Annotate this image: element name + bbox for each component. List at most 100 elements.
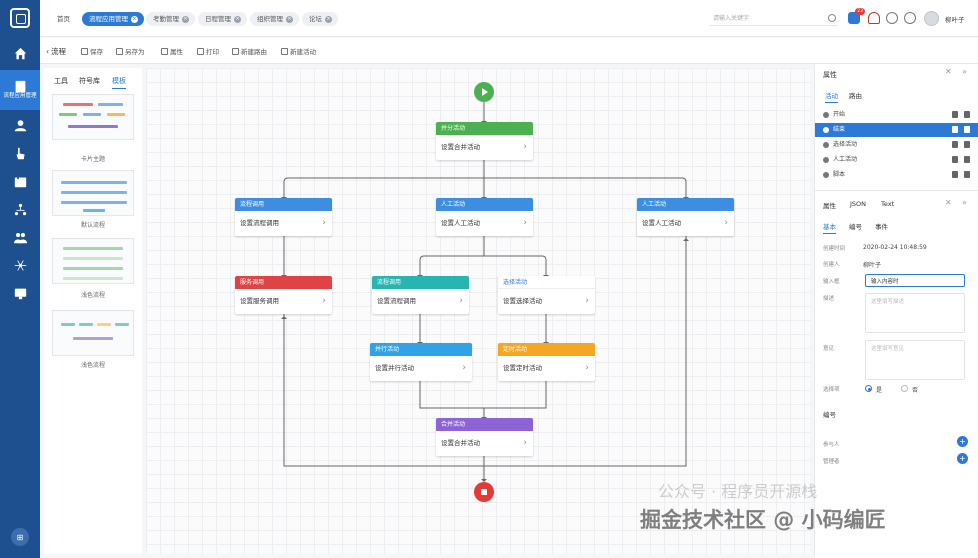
gift-icon[interactable] (868, 12, 880, 24)
list-item[interactable]: 开始 (815, 108, 978, 122)
calendar-icon[interactable] (0, 168, 40, 194)
monitor-icon[interactable] (0, 280, 40, 306)
close-icon[interactable]: ✕ (945, 198, 952, 207)
back-button[interactable]: ‹流程 (46, 46, 66, 57)
flow-node[interactable]: 人工活动 设置人工活动 (436, 198, 533, 236)
start-icon (823, 112, 829, 118)
collapse-icon[interactable]: » (962, 198, 967, 207)
tab-tools[interactable]: 工具 (54, 77, 68, 85)
toolbar: ‹流程 保存 另存为 属性 打印 新建路由 新建活动 (40, 38, 978, 64)
rail-item-label: 流程应用管理 (3, 93, 37, 99)
tab-organization[interactable]: 组织管理× (250, 12, 299, 26)
flow-node[interactable]: 流程调用 设置流程调用 (235, 198, 332, 236)
search-icon[interactable] (828, 14, 836, 22)
list-item[interactable]: 选择活动 (815, 138, 978, 152)
new-route-button[interactable]: 新建路由 (232, 46, 267, 56)
flow-node[interactable]: 并行活动 设置并行活动 (370, 343, 472, 381)
add-participant-button[interactable]: + (957, 436, 968, 447)
template-thumbnail[interactable] (52, 238, 134, 284)
close-icon[interactable]: × (234, 15, 241, 23)
field-label: 创建人 (823, 262, 840, 268)
list-item[interactable]: 人工活动 (815, 153, 978, 167)
template-thumbnail[interactable] (52, 310, 134, 356)
new-activity-button[interactable]: 新建活动 (281, 46, 316, 56)
save-as-icon (116, 47, 123, 55)
list-item[interactable]: 脚本 (815, 168, 978, 182)
tab-symbols[interactable]: 符号库 (79, 77, 100, 85)
save-as-button[interactable]: 另存为 (116, 46, 145, 56)
template-thumbnail[interactable] (52, 170, 134, 216)
end-node[interactable] (474, 482, 494, 502)
org-tree-icon[interactable] (0, 196, 40, 222)
flow-node[interactable]: 并分活动 设置合并活动 (436, 122, 533, 160)
tab-routes[interactable]: 路由 (849, 92, 862, 100)
description-textarea[interactable]: 这里填写描述 (865, 293, 965, 333)
search-input[interactable]: 请输入关键字 (710, 11, 838, 26)
tab-json[interactable]: JSON (850, 200, 867, 208)
settings-icon[interactable] (886, 12, 898, 24)
user-icon[interactable] (0, 112, 40, 138)
copy-delete-icon[interactable] (952, 171, 970, 179)
node-header: 并行活动 (370, 343, 472, 356)
tab-activities[interactable]: 活动 (825, 90, 838, 103)
list-item[interactable]: 结束 (815, 123, 978, 137)
flow-node[interactable]: 流程调用 设置流程调用 (372, 276, 469, 314)
flow-canvas[interactable]: 并分活动 设置合并活动 流程调用 设置流程调用 人工活动 设置人工活动 人工活动… (146, 68, 810, 554)
group-icon[interactable] (0, 224, 40, 250)
app-logo-icon[interactable] (10, 8, 30, 28)
template-thumbnail[interactable] (52, 94, 134, 140)
home-icon[interactable] (0, 40, 40, 66)
flow-node[interactable]: 人工活动 设置人工活动 (637, 198, 734, 236)
network-icon[interactable] (0, 252, 40, 278)
close-icon[interactable]: × (131, 15, 138, 23)
print-button[interactable]: 打印 (197, 46, 219, 56)
tab-process-app[interactable]: 流程应用管理× (82, 12, 144, 26)
tab-templates[interactable]: 模板 (112, 76, 126, 89)
tab-attendance[interactable]: 考勤管理× (146, 12, 195, 26)
tab-schedule[interactable]: 日程管理× (198, 12, 247, 26)
text-input[interactable]: 输入内容时 (865, 274, 965, 287)
message-icon[interactable]: 23 (848, 8, 865, 24)
save-button[interactable]: 保存 (81, 46, 103, 56)
close-icon[interactable]: ✕ (945, 67, 952, 76)
flow-node[interactable]: 定时活动 设置定时活动 (498, 343, 595, 381)
add-manager-button[interactable]: + (957, 453, 968, 464)
start-node[interactable] (474, 82, 494, 102)
tab-home[interactable]: 首页 (57, 12, 70, 26)
rail-item-process-app[interactable]: 流程应用管理 (0, 70, 40, 110)
apps-grid-icon[interactable]: ⊞ (11, 528, 29, 546)
copy-delete-icon[interactable] (952, 141, 970, 149)
close-icon[interactable]: × (182, 15, 189, 23)
collapse-icon[interactable]: » (962, 67, 967, 76)
template-label: 卡片主题 (80, 156, 105, 163)
node-body: 设置并行活动 (370, 356, 472, 380)
copy-delete-icon[interactable] (952, 111, 970, 119)
node-body: 设置合并活动 (436, 431, 533, 455)
node-header: 人工活动 (436, 198, 533, 211)
flow-node[interactable]: 服务调用 设置服务调用 (235, 276, 332, 314)
tab-events[interactable]: 事件 (875, 223, 888, 231)
copy-delete-icon[interactable] (952, 126, 970, 134)
properties-button[interactable]: 属性 (161, 46, 183, 56)
flow-node[interactable]: 选择活动 设置选择活动 (498, 276, 595, 314)
properties-icon (161, 47, 168, 55)
field-label: 创建时间 (823, 246, 846, 252)
tab-forum[interactable]: 论坛× (302, 12, 338, 26)
copy-delete-icon[interactable] (952, 156, 970, 164)
properties-panel: 属性 ✕ » 活动 路由 开始 结束 选择活动 人工活动 脚本 属性 JSON … (814, 64, 978, 558)
tab-properties[interactable]: 属性 (823, 202, 836, 210)
avatar[interactable] (924, 11, 939, 26)
close-icon[interactable]: × (286, 15, 293, 23)
choice-icon (823, 142, 829, 148)
pointer-icon[interactable] (0, 140, 40, 166)
close-icon[interactable]: × (325, 15, 332, 23)
tab-basic[interactable]: 基本 (823, 221, 836, 234)
tab-number[interactable]: 编号 (849, 223, 862, 231)
username[interactable]: 柳叶子 (945, 16, 965, 24)
power-icon[interactable] (904, 12, 916, 24)
flow-node[interactable]: 合并活动 设置合并活动 (436, 418, 533, 456)
opinion-textarea[interactable]: 这里填写意见 (865, 340, 965, 380)
radio-no[interactable] (901, 385, 908, 392)
radio-yes[interactable] (865, 385, 872, 392)
tab-text[interactable]: Text (881, 200, 895, 208)
